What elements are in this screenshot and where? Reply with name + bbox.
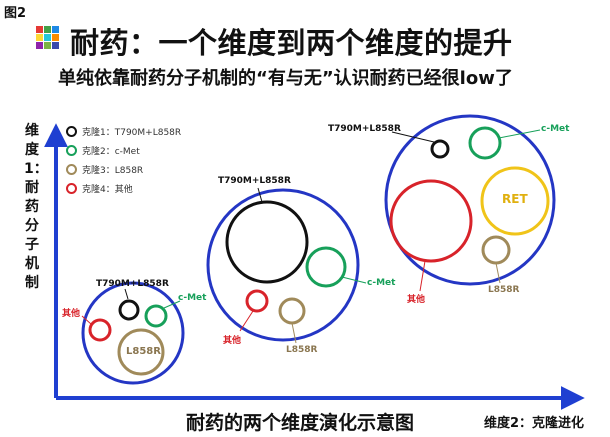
large-t790m-label: T790M+L858R xyxy=(328,124,401,134)
legend-label-l858r: 克隆3：L858R xyxy=(82,166,144,176)
small-cmet-pointer xyxy=(163,300,181,309)
figure-label: 图2 xyxy=(4,6,27,21)
page-subtitle: 单纯依靠耐药分子机制的“有与无”认识耐药已经很low了 xyxy=(58,68,513,89)
small-other-label: 其他 xyxy=(62,309,81,319)
medium-l858r-label: L858R xyxy=(286,345,318,355)
large-t790m-pointer xyxy=(391,131,435,143)
small-other-clone xyxy=(88,318,112,342)
large-cmet-label: c-Met xyxy=(541,124,570,134)
large-other-clone xyxy=(389,179,473,263)
small-t790m-pointer xyxy=(124,288,129,300)
medium-cmet-label: c-Met xyxy=(367,278,396,288)
small-l858r-clone xyxy=(117,328,165,376)
small-l858r-label: L858R xyxy=(126,346,161,357)
small-other-pointer xyxy=(81,315,92,325)
medium-t790m-label: T790M+L858R xyxy=(218,176,291,186)
medium-t790m-pointer xyxy=(257,187,263,203)
green-ring-icon xyxy=(66,145,77,156)
large-l858r-pointer xyxy=(495,262,501,284)
medium-other-pointer xyxy=(239,310,254,332)
large-ret-clone xyxy=(480,166,550,236)
red-ring-icon xyxy=(66,183,77,194)
page-title: 耐药：一个维度到两个维度的提升 xyxy=(70,26,513,60)
large-l858r-clone xyxy=(481,235,511,265)
large-cluster-ring xyxy=(384,114,556,286)
diagram-caption: 耐药的两个维度演化示意图 xyxy=(186,412,415,434)
medium-l858r-pointer xyxy=(291,322,297,344)
large-l858r-label: L858R xyxy=(488,285,520,295)
legend-item-t790m: 克隆1：T790M+L858R xyxy=(66,122,181,141)
medium-other-label: 其他 xyxy=(223,336,242,346)
large-ret-label: RET xyxy=(502,192,528,206)
medium-cmet-clone xyxy=(305,246,347,288)
large-cmet-clone xyxy=(468,126,502,160)
tan-ring-icon xyxy=(66,164,77,175)
small-t790m-clone xyxy=(118,299,140,321)
small-cmet-clone xyxy=(144,304,168,328)
large-t790m-clone xyxy=(430,139,450,159)
legend-item-l858r: 克隆3：L858R xyxy=(66,160,181,179)
legend: 克隆1：T790M+L858R 克隆2：c-Met 克隆3：L858R 克隆4：… xyxy=(66,122,181,198)
large-other-pointer xyxy=(419,260,426,292)
legend-item-cmet: 克隆2：c-Met xyxy=(66,141,181,160)
black-ring-icon xyxy=(66,126,77,137)
x-axis-label: 维度2：克隆进化 xyxy=(484,416,585,431)
large-other-label: 其他 xyxy=(407,295,426,305)
medium-t790m-clone xyxy=(225,200,309,284)
legend-item-other: 克隆4：其他 xyxy=(66,179,181,198)
small-cmet-label: c-Met xyxy=(178,293,207,303)
medium-other-clone xyxy=(245,289,269,313)
logo-icon xyxy=(36,26,59,49)
legend-label-cmet: 克隆2：c-Met xyxy=(82,147,140,157)
legend-label-other: 克隆4：其他 xyxy=(82,185,133,195)
small-cluster-ring xyxy=(81,281,185,385)
medium-l858r-clone xyxy=(278,297,306,325)
small-t790m-label: T790M+L858R xyxy=(96,279,169,289)
legend-label-t790m: 克隆1：T790M+L858R xyxy=(82,128,182,138)
large-cmet-pointer xyxy=(498,129,541,139)
medium-cmet-pointer xyxy=(341,276,367,284)
medium-cluster-ring xyxy=(206,188,360,342)
